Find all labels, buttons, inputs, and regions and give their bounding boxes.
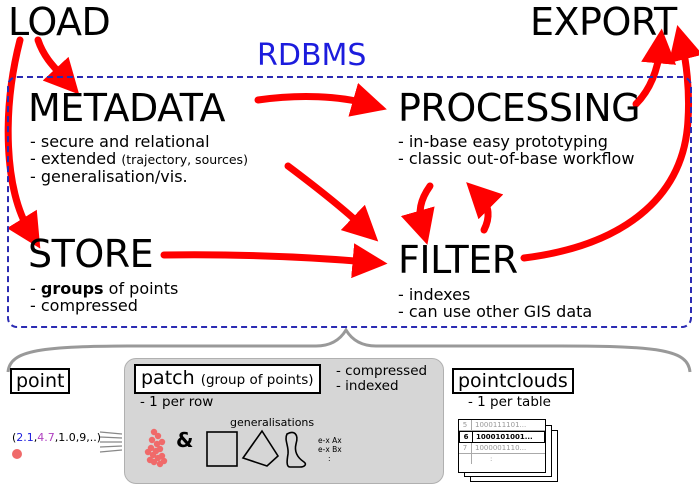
generalisations-label: generalisations [230,416,315,429]
point-value-a: 2.1 [16,431,34,444]
point-values-open: ( [12,431,17,444]
patch-label-sub: (group of points) [200,372,314,388]
patch-notes: - compressed - indexed [336,364,427,394]
formula: e-x Ax e-x Bx : [318,436,342,463]
metadata-heading: METADATA [28,86,225,130]
formula-more: : [328,454,331,463]
arrow-filter-to-processing [466,182,504,234]
store-rest: of points [103,279,179,298]
point-arrow-lines [99,431,123,453]
patch-per-row: - 1 per row [140,394,214,410]
table-row-value: 1000101001... [476,433,533,441]
point-value-b: 4.7 [37,431,55,444]
rdbms-label: RDBMS [257,38,367,73]
processing-items: - in-base easy prototyping - classic out… [398,133,634,167]
patch-graphics [144,428,307,468]
pointclouds-per-table: - 1 per table [468,394,551,410]
metadata-item-generalisation: - generalisation/vis. [30,167,188,186]
load-heading: LOAD [8,0,111,44]
filter-item-indexes: - indexes [398,285,471,304]
metadata-item-relational: - secure and relational [30,132,210,151]
table-row-value: 1000001110... [475,444,527,452]
ampersand: & [176,428,194,452]
pointclouds-label: pointclouds [452,368,574,394]
arrow-processing-to-filter [400,182,435,245]
extended-text: - extended [30,149,117,168]
table-row-highlighted: 6 1000101001... [459,431,545,443]
patch-note-indexed: - indexed [336,378,399,394]
filter-item-gis: - can use other GIS data [398,302,593,321]
table-sheet-front: 5 1000111101... 6 1000101001... 7 100000… [458,419,546,473]
arrow-filter-to-export [520,24,699,262]
patch-label-main: patch [141,367,195,389]
point-dot [12,449,22,459]
table-row: 5 1000111101... [459,420,545,431]
table-row: 7 1000001110... [459,443,545,454]
table-row-more: : [459,454,545,464]
table-row-id: 7 [459,443,472,453]
rdbms-brace [6,327,692,373]
store-items: - groups of points - compressed [30,280,178,314]
point-cluster [144,428,168,468]
store-heading: STORE [28,232,154,276]
store-bold: groups [40,279,104,298]
metadata-item: - secure and relational - extended (traj… [30,133,248,185]
processing-item-workflow: - classic out-of-base workflow [398,149,635,168]
formula-line-a: e-x Ax [318,436,342,445]
table-row-id: 6 [460,432,473,442]
bbox-square-icon [206,431,238,467]
footprint-shape-icon [285,431,307,468]
arrow-metadata-to-filter [284,162,379,242]
processing-item-prototyping: - in-base easy prototyping [398,132,608,151]
point-values-sep: , [33,431,38,444]
point-values: (2.1,4.7,1.0,9,..) [12,431,101,444]
export-heading: EXPORT [530,0,677,44]
arrow-store-to-filter [160,243,388,279]
arrow-processing-to-export [632,28,677,108]
table-more: : [490,455,493,463]
filter-items: - indexes - can use other GIS data [398,286,592,320]
patch-note-compressed: - compressed [336,363,428,379]
processing-heading: PROCESSING [398,86,641,130]
rdbms-boundary [7,76,692,328]
table-row-id: 5 [459,420,472,430]
filter-heading: FILTER [398,238,518,282]
store-item-compressed: - compressed [30,296,138,315]
formula-line-b: e-x Bx [318,445,342,454]
point-label: point [10,368,71,394]
store-dash: - [30,279,41,298]
patch-label: patch (group of points) [134,364,321,394]
table-row-value: 1000111101... [475,421,527,429]
arrow-load-to-metadata [34,36,80,95]
point-values-rest: ,1.0,9,..) [54,431,102,444]
arrow-metadata-to-processing [254,82,387,117]
hull-triangle-icon [241,429,280,467]
metadata-item-extended: - extended (trajectory, sources) [30,150,248,168]
extended-detail: (trajectory, sources) [121,152,248,167]
store-item-groups: - groups of points [30,280,178,297]
